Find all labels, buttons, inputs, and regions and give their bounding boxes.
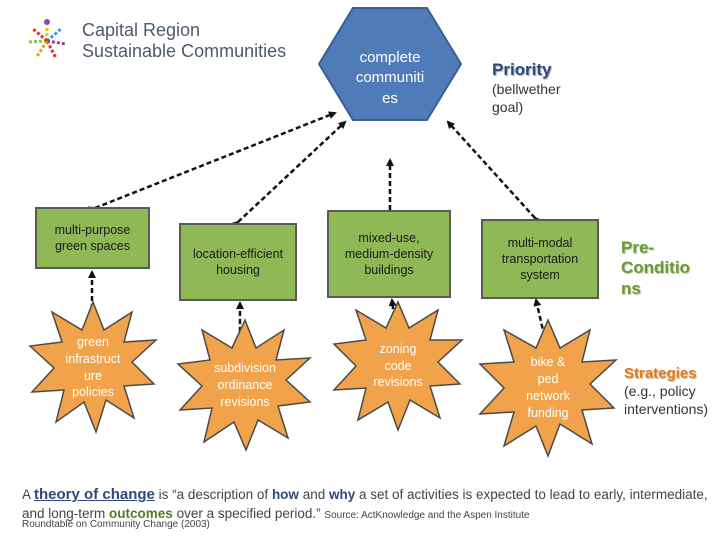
strategy-subdivision-ordinance: subdivision ordinance revisions bbox=[176, 318, 314, 453]
strategy-line: funding bbox=[527, 405, 569, 420]
strategy-line: policies bbox=[72, 385, 114, 400]
precondition-line: multi-purpose bbox=[54, 222, 131, 237]
preconditions-title-line: Conditio bbox=[621, 258, 690, 278]
goal-line: complete bbox=[359, 49, 421, 66]
goal-hexagon bbox=[317, 7, 463, 121]
priority-label: Priority (bellwether goal) bbox=[492, 60, 612, 116]
priority-sub-line: (bellwether bbox=[492, 81, 561, 97]
footer-text: and bbox=[298, 487, 329, 502]
connector-transport-to-goal bbox=[446, 120, 542, 226]
pinwheel-logo-icon bbox=[27, 19, 67, 59]
strategy-line: ped bbox=[537, 372, 559, 387]
precondition-line: transportation bbox=[501, 251, 579, 266]
burst-shape bbox=[332, 300, 464, 432]
precondition-line: green spaces bbox=[54, 239, 131, 253]
logo-line-1: Capital Region bbox=[82, 20, 201, 40]
strategies-title: Strategies bbox=[624, 365, 697, 382]
strategy-bike-ped-funding: bike & ped network funding bbox=[478, 318, 618, 458]
footer-why: why bbox=[328, 487, 356, 502]
strategy-line: ordinance bbox=[217, 378, 273, 393]
footer-how: how bbox=[271, 487, 299, 502]
strategy-label: subdivision ordinance revisions bbox=[176, 318, 314, 453]
precondition-line: mixed-use, bbox=[358, 230, 420, 245]
precondition-green-spaces: multi-purpose green spaces bbox=[35, 207, 150, 269]
strategy-line: zoning bbox=[379, 341, 417, 356]
precondition-line: medium-density bbox=[344, 246, 434, 261]
strategy-label: green infrastruct ure policies bbox=[28, 300, 158, 435]
precondition-line: system bbox=[520, 268, 560, 283]
logo: Capital Region Sustainable Communities bbox=[22, 16, 302, 66]
precondition-housing: location-efficient housing bbox=[179, 223, 297, 301]
strategy-line: infrastruct bbox=[65, 351, 121, 366]
burst-shape bbox=[478, 318, 618, 458]
precondition-mixed-use: mixed-use, medium-density buildings bbox=[327, 210, 451, 298]
logo-line-2: Sustainable Communities bbox=[82, 40, 287, 61]
footer-source-line-2: Roundtable on Community Change (2003) bbox=[22, 519, 210, 530]
priority-sub-line: goal) bbox=[492, 99, 524, 116]
footer-source: Source: ActKnowledge and the Aspen Insti… bbox=[324, 510, 530, 521]
strategies-sub: (e.g., policy interventions) bbox=[624, 382, 720, 418]
theory-of-change-definition: A theory of change is “a description of … bbox=[22, 484, 712, 524]
priority-sub: (bellwether goal) bbox=[492, 80, 612, 116]
strategy-line: subdivision bbox=[214, 361, 276, 376]
footer-text: is “a description of bbox=[154, 487, 272, 502]
footer-text: a set of activities is expected to lead … bbox=[22, 487, 708, 521]
footer-outcomes: outcomes bbox=[109, 506, 173, 521]
strategy-label: bike & ped network funding bbox=[478, 318, 618, 458]
strategy-line: green bbox=[77, 334, 109, 349]
precondition-line: buildings bbox=[364, 263, 414, 278]
precondition-transportation: multi-modal transportation system bbox=[481, 219, 599, 299]
burst-shape bbox=[176, 318, 313, 452]
strategy-green-infrastructure: green infrastruct ure policies bbox=[28, 300, 158, 435]
strategies-label: Strategies (e.g., policy interventions) bbox=[624, 365, 720, 418]
strategy-line: code bbox=[384, 358, 412, 373]
precondition-line: location-efficient bbox=[192, 246, 284, 261]
strategy-line: revisions bbox=[373, 375, 423, 390]
goal-label: complete communiti es bbox=[330, 48, 450, 109]
logo-text: Capital Region Sustainable Communities bbox=[82, 20, 286, 61]
footer-text: A bbox=[22, 487, 35, 502]
strategies-sub-line: (e.g., policy bbox=[624, 383, 696, 399]
precondition-line: multi-modal bbox=[507, 235, 573, 250]
strategy-line: network bbox=[526, 389, 570, 403]
connector-green-spaces-to-goal bbox=[87, 111, 337, 214]
burst-shape bbox=[28, 300, 158, 435]
connector-housing-to-goal bbox=[230, 120, 347, 230]
priority-title: Priority bbox=[492, 60, 552, 79]
preconditions-label: Pre- Conditio ns bbox=[621, 238, 711, 299]
goal-line: es bbox=[382, 89, 398, 107]
strategy-line: revisions bbox=[220, 394, 270, 409]
preconditions-title-line: Pre- bbox=[621, 238, 655, 257]
strategies-sub-line: interventions) bbox=[624, 401, 709, 418]
footer-term: theory of change bbox=[34, 486, 155, 503]
strategy-zoning-code: zoning code revisions bbox=[332, 300, 464, 432]
strategy-line: bike & bbox=[530, 355, 566, 370]
preconditions-title-line: ns bbox=[621, 278, 641, 298]
footer-text: over a specified period.” bbox=[172, 506, 325, 521]
goal-line: communiti bbox=[355, 69, 425, 87]
precondition-line: housing bbox=[216, 263, 260, 277]
strategy-label: zoning code revisions bbox=[332, 300, 464, 432]
strategy-line: ure bbox=[83, 368, 103, 383]
